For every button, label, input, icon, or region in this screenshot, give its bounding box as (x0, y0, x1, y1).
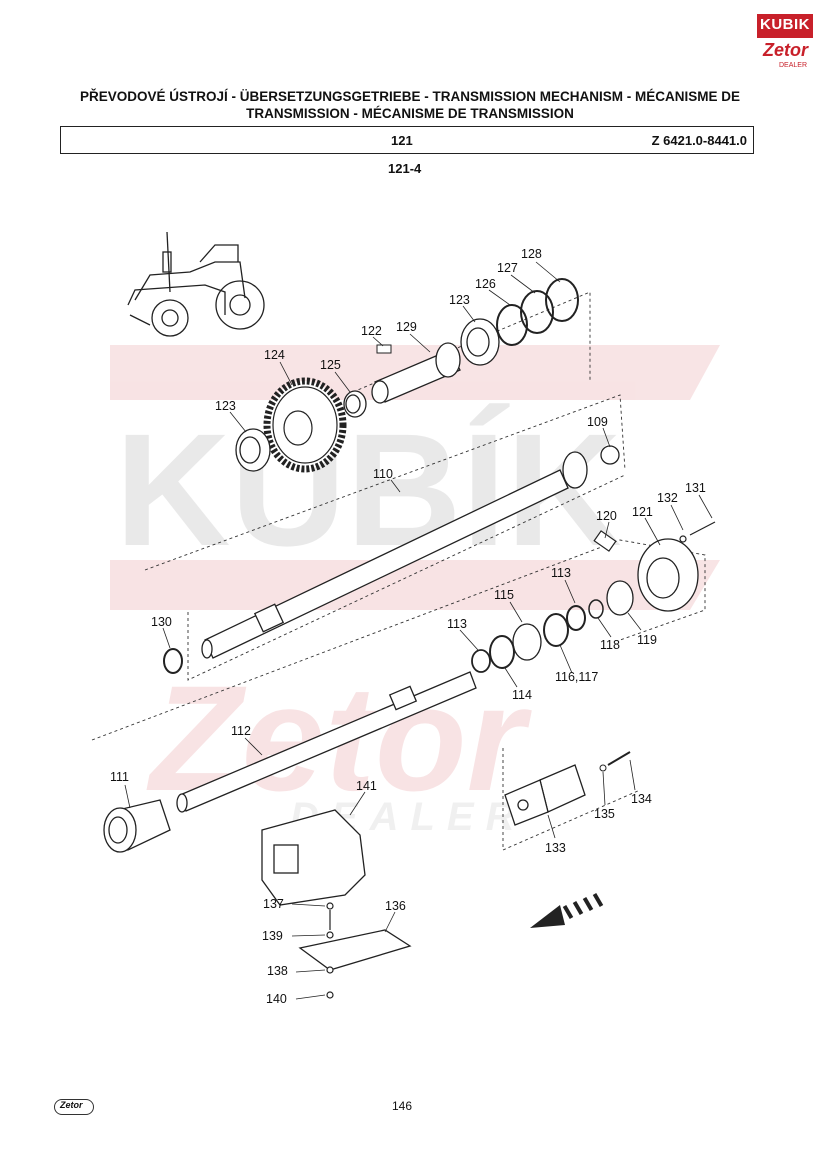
label-110: 110 (373, 467, 393, 481)
label-125: 125 (320, 358, 341, 372)
label-134: 134 (631, 792, 652, 806)
washer-135 (599, 764, 607, 772)
title-line-2: TRANSMISSION - MÉCANISME DE TRANSMISSION (246, 106, 574, 121)
direction-arrow-icon (530, 892, 604, 928)
label-113-right: 113 (551, 566, 571, 580)
label-136: 136 (385, 899, 406, 913)
ring-116-117 (543, 613, 569, 647)
fasteners-137-140 (326, 902, 334, 999)
logo-dealer-text: DEALER (779, 62, 808, 69)
label-130: 130 (151, 615, 172, 629)
group-code: 121 (391, 133, 413, 148)
logo-red-box (757, 14, 813, 38)
bracket-133 (504, 764, 586, 826)
label-137: 137 (263, 897, 284, 911)
label-124: 124 (264, 348, 285, 362)
subgroup-code: 121-4 (388, 161, 422, 176)
label-141: 141 (356, 779, 377, 793)
label-113-left: 113 (447, 617, 467, 631)
label-133: 133 (545, 841, 566, 855)
sensor-120 (593, 530, 617, 552)
part-labels: 128 127 126 123 122 129 124 125 123 109 … (110, 247, 706, 1006)
label-135: 135 (594, 807, 615, 821)
bush-109 (600, 445, 620, 465)
label-118: 118 (600, 638, 620, 652)
footer-logo-text: Zetor (60, 1100, 83, 1110)
bearing-119 (606, 580, 634, 616)
label-139: 139 (262, 929, 283, 943)
key-122 (376, 344, 392, 354)
tractor-illustration (127, 231, 265, 337)
footer-zetor-logo: Zetor (54, 1099, 94, 1115)
kubik-zetor-logo: KUBIK Zetor DEALER (757, 14, 815, 74)
ring-114 (489, 635, 515, 669)
coupling-111 (103, 799, 171, 853)
page-title: PŘEVODOVÉ ÚSTROJÍ - ÜBERSETZUNGSGETRIEBE… (40, 88, 780, 122)
housing-121 (637, 538, 699, 612)
label-132: 132 (657, 491, 678, 505)
page-number: 146 (392, 1099, 413, 1113)
leader-lines (124, 261, 713, 1000)
label-138: 138 (267, 964, 288, 978)
label-114: 114 (512, 688, 532, 702)
bearing-123-left (235, 428, 271, 472)
label-131: 131 (685, 481, 706, 495)
label-140: 140 (266, 992, 287, 1006)
label-115: 115 (494, 588, 514, 602)
watermark-band-bottom (110, 560, 720, 610)
label-123-top: 123 (449, 293, 470, 307)
ring-118 (588, 599, 604, 619)
label-126: 126 (475, 277, 496, 291)
label-123-left: 123 (215, 399, 236, 413)
label-127: 127 (497, 261, 518, 275)
bearing-115 (512, 623, 542, 661)
bolt-134 (607, 751, 631, 766)
gear-124 (263, 377, 347, 473)
label-109: 109 (587, 415, 608, 429)
label-111: 111 (110, 770, 129, 784)
label-129: 129 (396, 320, 417, 334)
cover-141 (261, 809, 366, 906)
ring-113-right (566, 605, 586, 631)
logo-zetor-text: Zetor (763, 40, 808, 60)
rings-126-128 (496, 278, 579, 346)
group-header-box: 121 Z 6421.0-8441.0 (60, 126, 754, 154)
label-121: 121 (632, 505, 653, 519)
logo-brand-text: KUBIK (760, 16, 810, 33)
label-112: 112 (231, 724, 251, 738)
model-range: Z 6421.0-8441.0 (651, 133, 747, 148)
bolt-131 (679, 521, 716, 543)
ring-125 (343, 390, 367, 418)
plate-136 (298, 929, 412, 971)
ring-113-left (471, 649, 491, 673)
label-120: 120 (596, 509, 617, 523)
label-128: 128 (521, 247, 542, 261)
bearing-123-top (460, 318, 500, 366)
label-116-117: 116,117 (555, 670, 598, 684)
label-122: 122 (361, 324, 382, 338)
shaft-129 (371, 342, 461, 404)
ring-130 (163, 648, 183, 674)
shaft-112 (176, 671, 477, 813)
title-line-1: PŘEVODOVÉ ÚSTROJÍ - ÜBERSETZUNGSGETRIEBE… (79, 89, 741, 104)
label-119: 119 (637, 633, 657, 647)
shaft-110 (201, 451, 588, 659)
